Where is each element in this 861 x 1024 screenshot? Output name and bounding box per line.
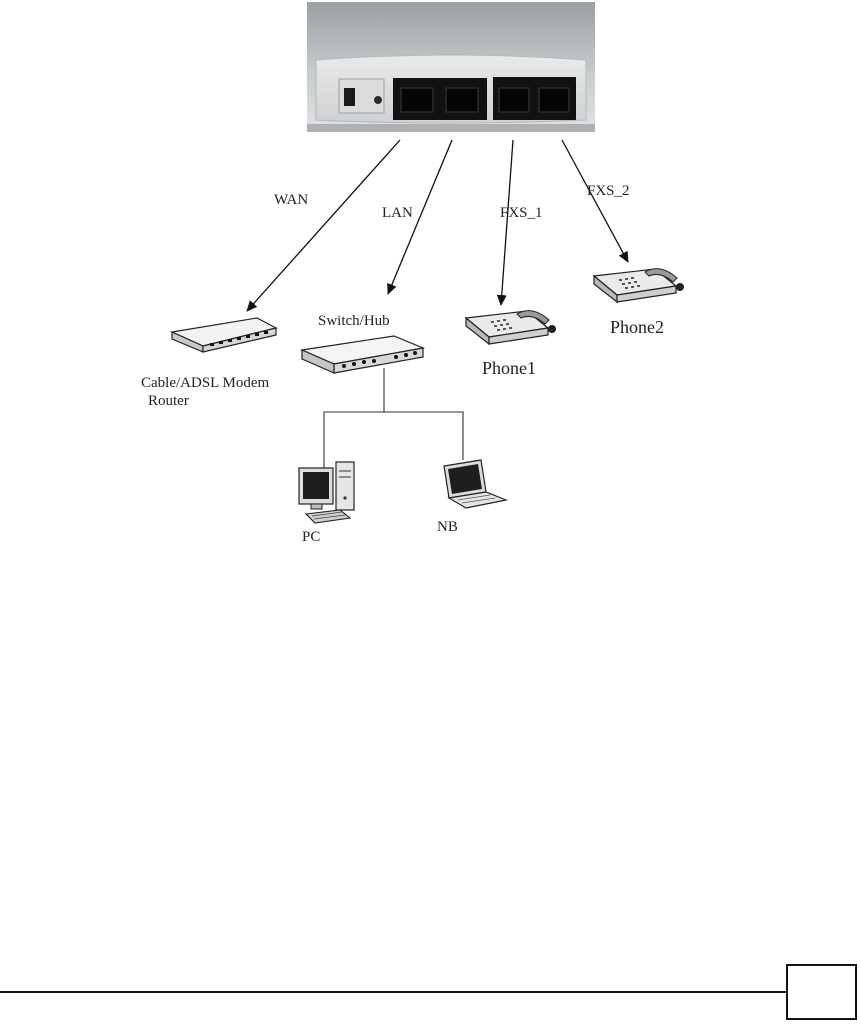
nb-label: NB [437,519,458,535]
phone1-label: Phone1 [482,358,536,378]
modem-router-icon [172,318,276,352]
switch-hub-icon [302,336,423,373]
wan-label: WAN [274,192,308,208]
notebook-icon [444,460,506,508]
modem-label-line1: Cable/ADSL Modem [141,375,270,391]
fxs1-connection-arrow [501,140,513,305]
clients-branch-line [324,412,463,468]
switch-label: Switch/Hub [318,313,390,329]
phone2-icon [594,269,684,302]
wan-connection-arrow [247,140,400,311]
fxs2-connection-arrow [562,140,628,262]
pc-label: PC [302,529,320,545]
lan-label: LAN [382,205,413,221]
phone1-icon [466,311,556,344]
gateway-device-photo [307,2,595,132]
pc-icon [299,462,354,523]
modem-label-line2: Router [148,393,189,409]
footer-rule [0,991,786,993]
phone2-label: Phone2 [610,317,664,337]
page-number-box [786,964,857,1020]
fxs1-label: FXS_1 [500,205,543,221]
fxs2-label: FXS_2 [587,183,630,199]
